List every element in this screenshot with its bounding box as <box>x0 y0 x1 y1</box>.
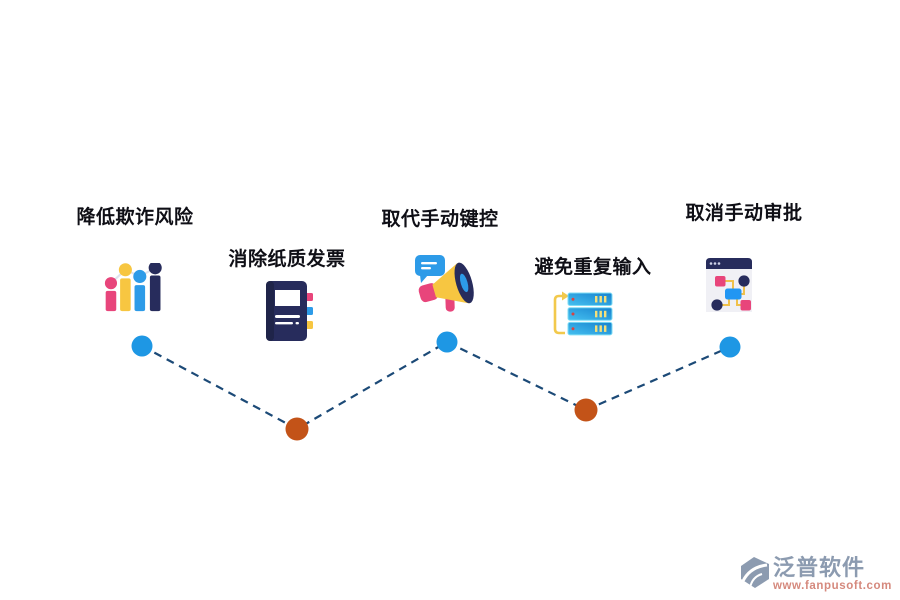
item-label-avoid-duplicate-entry: 避免重复输入 <box>534 257 652 278</box>
timeline-dot-blue-3 <box>719 336 741 358</box>
watermark-brand-text: 泛普软件 <box>772 554 865 580</box>
item-label-replace-manual-keying: 取代手动键控 <box>381 209 499 230</box>
timeline-dot-blue-1 <box>131 335 153 357</box>
watermark-url-text: www.fanpusoft.com <box>772 579 892 592</box>
timeline-dot-orange-1 <box>285 417 309 441</box>
notebook-icon <box>266 281 313 341</box>
watermark: 泛普软件 www.fanpusoft.com <box>740 554 892 593</box>
item-label-eliminate-paper-invoices: 消除纸质发票 <box>228 249 346 270</box>
server-stack-icon <box>553 291 613 336</box>
timeline-dot-orange-2 <box>574 398 598 422</box>
timeline-dot-blue-2 <box>436 331 458 353</box>
workflow-window-icon <box>706 258 752 312</box>
people-bar-chart-icon <box>104 263 162 312</box>
item-label-cancel-manual-approval: 取消手动审批 <box>685 203 803 224</box>
megaphone-icon <box>415 255 474 312</box>
item-label-reduce-fraud-risk: 降低欺诈风险 <box>76 207 194 228</box>
zigzag-dashed-line <box>141 340 731 431</box>
fanpu-logo-icon <box>740 556 769 588</box>
